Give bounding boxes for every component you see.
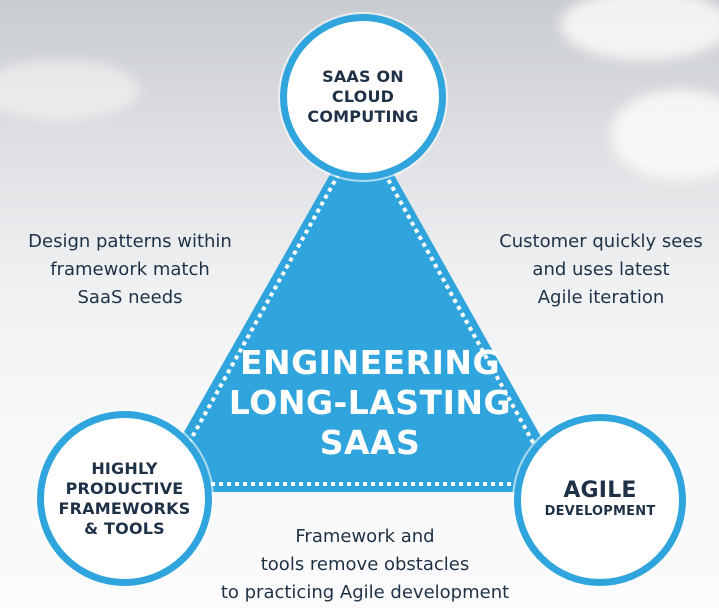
edge-label-bottom: Framework and tools remove obstacles to … xyxy=(220,526,510,603)
node-agile-label: AGILE xyxy=(563,478,637,503)
node-frameworks-tools-label: HIGHLY PRODUCTIVE FRAMEWORKS & TOOLS xyxy=(58,458,191,538)
node-frameworks-tools: HIGHLY PRODUCTIVE FRAMEWORKS & TOOLS xyxy=(37,411,212,586)
edge-label-left: Design patterns within framework match S… xyxy=(28,231,232,308)
node-development-label: DEVELOPMENT xyxy=(544,504,656,519)
sky-cloud xyxy=(0,60,140,120)
sky-cloud xyxy=(560,0,719,60)
center-title: ENGINEERING LONG-LASTING SAAS xyxy=(228,343,512,462)
sky-cloud xyxy=(610,90,719,180)
node-saas-cloud-computing-label: SAAS ON CLOUD COMPUTING xyxy=(307,67,419,126)
central-triangle xyxy=(150,118,572,492)
node-agile-development: AGILE DEVELOPMENT xyxy=(514,414,686,586)
triangle-dashed-border xyxy=(162,127,560,486)
edge-label-right: Customer quickly sees and uses latest Ag… xyxy=(499,231,703,308)
node-saas-cloud-computing: SAAS ON CLOUD COMPUTING xyxy=(280,14,446,180)
